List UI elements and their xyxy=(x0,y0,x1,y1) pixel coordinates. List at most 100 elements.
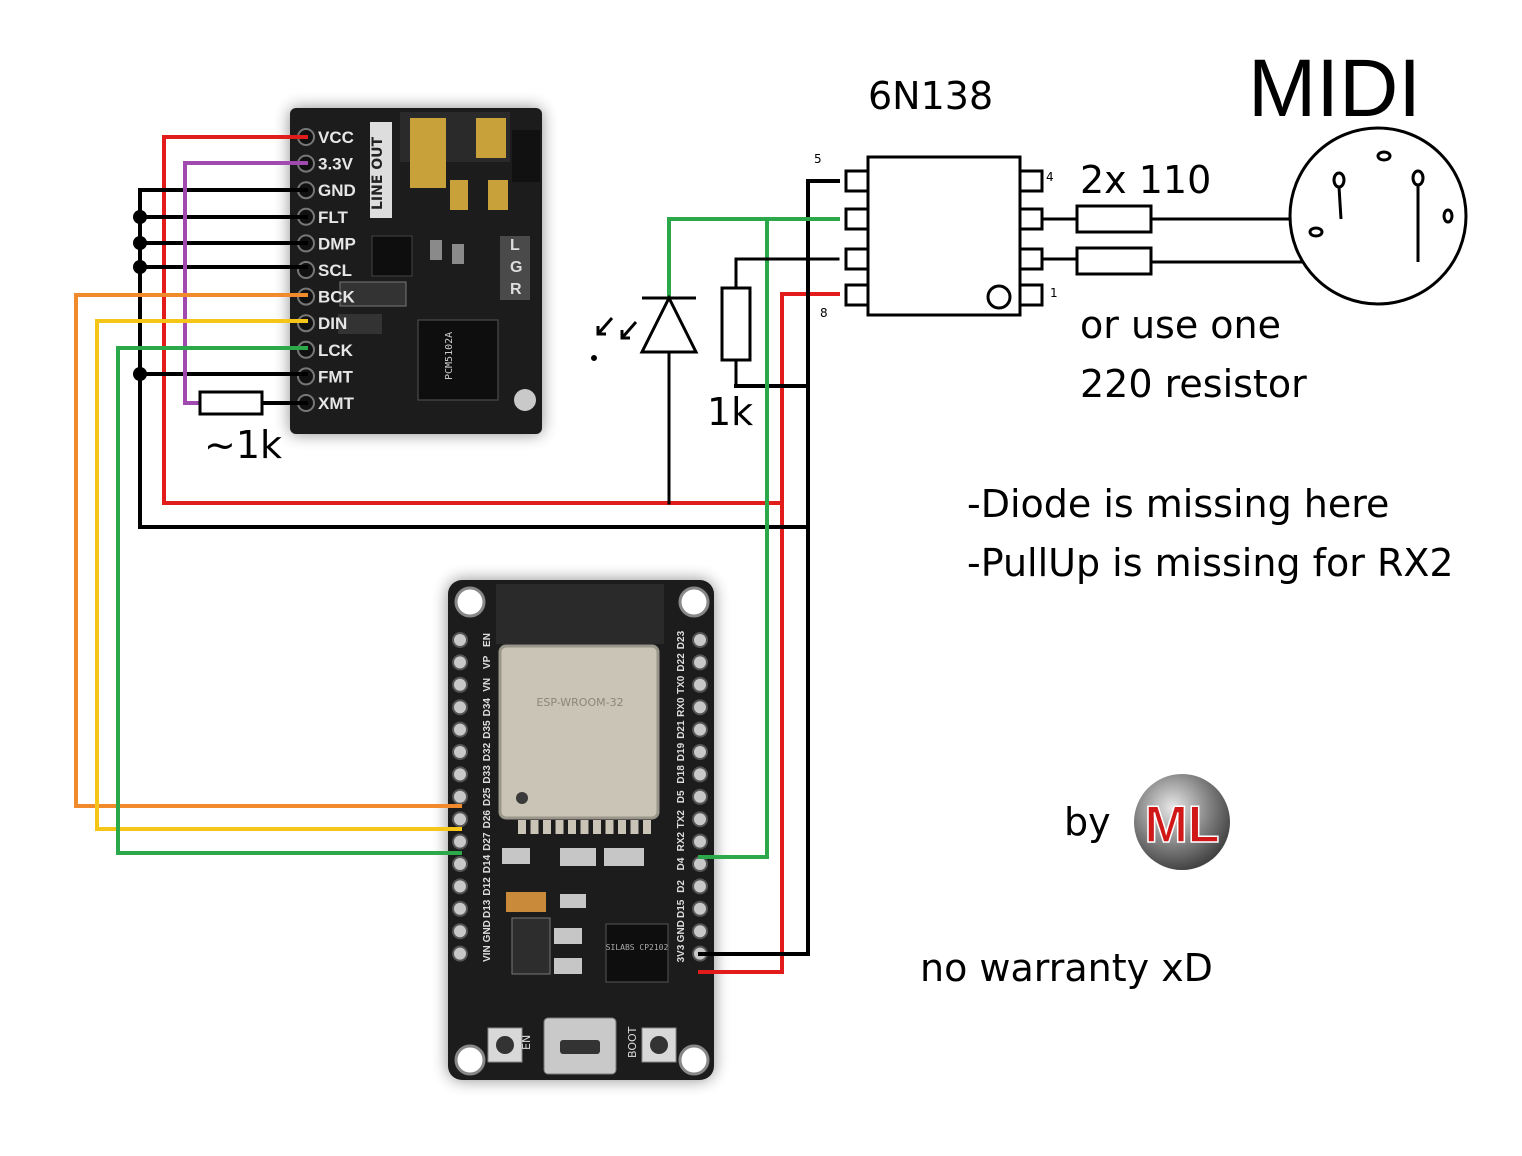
module-castellation xyxy=(618,820,626,834)
esp-left-pin-label: D27 xyxy=(482,832,493,851)
esp-right-pin-label: D18 xyxy=(676,765,687,784)
esp32-module-text: ESP-WROOM-32 xyxy=(536,696,623,709)
esp-right-pin xyxy=(692,811,708,828)
esp-left-pin xyxy=(452,811,468,828)
pin-number-8: 8 xyxy=(820,306,828,320)
esp-left-pin xyxy=(452,856,468,872)
esp32-module xyxy=(498,644,660,820)
dac-chip-label: PCM5102A xyxy=(444,332,455,380)
en-button[interactable] xyxy=(487,1027,523,1063)
esp-left-pin-label: D34 xyxy=(482,698,493,717)
xmt-resistor-label: ~1k xyxy=(204,423,283,467)
xmt-resistor xyxy=(198,390,264,416)
alt-note-line2: 220 resistor xyxy=(1080,362,1307,406)
dac-pin-scl xyxy=(297,261,315,279)
esp-right-pin-label: RX2 xyxy=(676,831,687,851)
esp-left-pin-label: D33 xyxy=(482,765,493,784)
diode-symbol xyxy=(591,294,699,361)
warning-line2: -PullUp is missing for RX2 xyxy=(967,541,1454,585)
esp-right-pin-label: D5 xyxy=(676,790,687,803)
midi-resistor-bottom xyxy=(1075,246,1153,276)
pin-number-5: 5 xyxy=(814,152,822,166)
esp-left-pin-label: D35 xyxy=(482,720,493,739)
svg-text:ML: ML xyxy=(1144,796,1219,854)
pin-number-4: 4 xyxy=(1046,170,1054,184)
module-castellation xyxy=(593,820,601,834)
esp-right-pin xyxy=(692,856,708,872)
esp-right-pin-label: D15 xyxy=(676,899,687,918)
module-castellation xyxy=(518,820,526,834)
pin-number-1: 1 xyxy=(1050,286,1058,300)
esp-right-pin-label: RX0 xyxy=(676,697,687,717)
esp-right-pin-label: D19 xyxy=(676,742,687,761)
module-castellation xyxy=(643,820,651,834)
esp32-board: ESP-WROOM-32 SILABS CP2102 EN BOOT ENVPV… xyxy=(448,580,714,1080)
wire-diode-green xyxy=(667,217,769,300)
dac-pin-label: GND xyxy=(318,181,356,200)
dac-pin-label: BCK xyxy=(318,288,356,307)
module-castellation xyxy=(630,820,639,834)
dac-pin-label: 3.3V xyxy=(318,155,354,174)
esp-left-pin-label: EN xyxy=(482,633,493,647)
esp-right-pin xyxy=(692,654,708,671)
esp-left-pin xyxy=(452,721,468,738)
esp-left-pin xyxy=(452,878,468,895)
wire-lck-green xyxy=(116,346,462,855)
esp-right-pin xyxy=(692,699,708,716)
line-out-label: LINE OUT xyxy=(370,136,386,210)
esp-left-pin-label: VIN xyxy=(482,945,493,962)
midi-title: MIDI xyxy=(1248,43,1422,134)
esp-right-pin-label: D4 xyxy=(676,857,687,870)
svg-text:SILABS CP2102: SILABS CP2102 xyxy=(606,943,669,952)
channel-label: L xyxy=(510,237,520,254)
esp-right-pin-label: TX0 xyxy=(676,675,687,694)
dac-pin-fmt xyxy=(297,367,315,386)
module-castellation xyxy=(555,820,564,834)
dac-pin-label: DMP xyxy=(318,234,356,253)
esp-right-pin xyxy=(692,833,708,850)
esp-right-pin-label: D21 xyxy=(676,720,687,739)
module-castellation xyxy=(543,820,551,834)
esp-left-pin-label: VN xyxy=(482,678,493,692)
alt-note-line1: or use one xyxy=(1080,303,1282,347)
esp-left-pin-label: D25 xyxy=(482,787,493,806)
boot-button[interactable] xyxy=(641,1027,677,1063)
optocoupler-6n138 xyxy=(844,155,1044,317)
usb-uart-chip xyxy=(605,923,669,983)
esp-right-pin-label: GND xyxy=(676,920,687,942)
esp-right-pin xyxy=(692,923,708,940)
channel-label: G xyxy=(510,259,522,276)
esp-left-pin xyxy=(452,744,468,760)
esp-left-pin xyxy=(452,676,468,693)
credit-prefix: by xyxy=(1064,800,1111,844)
wire-opto-gnd xyxy=(698,179,840,956)
midi-din-connector xyxy=(1288,126,1468,306)
boot-button-label: BOOT xyxy=(626,1026,639,1058)
midi-resistor-top xyxy=(1075,204,1153,234)
dac-main-chip xyxy=(417,319,499,401)
dac-pin-label: SCL xyxy=(318,261,352,280)
esp-right-pin-label: D23 xyxy=(676,630,687,649)
esp-right-pin-label: D22 xyxy=(676,653,687,672)
module-castellation xyxy=(605,820,614,834)
dac-pin-din xyxy=(297,314,315,333)
esp-left-pin xyxy=(452,788,468,805)
esp-right-pin xyxy=(692,744,708,760)
esp-right-pin xyxy=(692,788,708,805)
esp-right-pin-label: 3V3 xyxy=(676,944,687,962)
wires xyxy=(74,135,840,974)
dac-pin-label: FMT xyxy=(318,367,354,386)
esp-left-pin xyxy=(452,923,468,940)
warning-line1: -Diode is missing here xyxy=(967,482,1390,526)
esp-right-pin xyxy=(692,766,708,783)
esp-left-pin-label: D14 xyxy=(482,854,493,873)
module-castellation xyxy=(530,820,539,834)
esp-left-pin xyxy=(452,699,468,716)
resistor-pair-label: 2x 110 xyxy=(1080,158,1212,202)
esp-left-pin xyxy=(452,833,468,850)
dac-pin-label: LCK xyxy=(318,341,354,360)
dac-pin-label: FLT xyxy=(318,208,349,227)
esp-left-pin-label: D26 xyxy=(482,810,493,829)
esp-left-pin-label: GND xyxy=(482,920,493,942)
